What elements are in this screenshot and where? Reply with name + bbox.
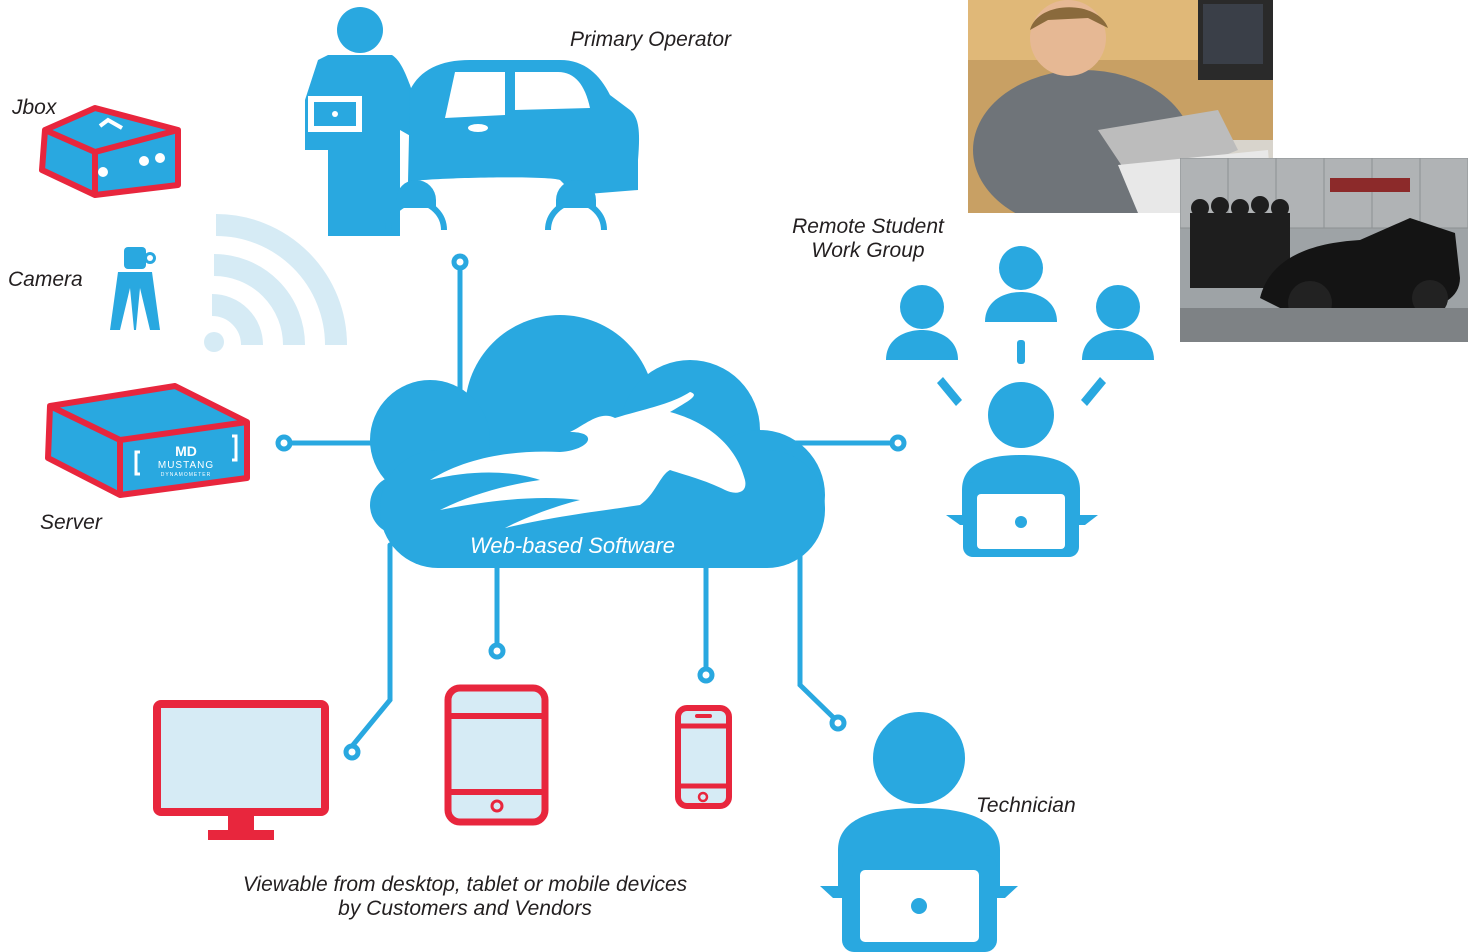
- wifi-signal-icon: [204, 214, 347, 352]
- remote-group-people-icon: [886, 246, 1154, 557]
- server-logo-sub: DYNAMOMETER: [161, 472, 211, 478]
- technician-label: Technician: [976, 794, 1076, 817]
- technician-laptop-icon: [820, 712, 1018, 952]
- server-logo-mark: MD: [175, 443, 197, 459]
- server-logo-name: MUSTANG: [158, 460, 214, 471]
- dyno-car-photo: [1180, 158, 1468, 342]
- remote-group-label: Remote Student Work Group: [768, 215, 968, 263]
- tablet-icon: [444, 684, 549, 826]
- operator-car-icon: [305, 7, 640, 236]
- smartphone-icon: [675, 705, 732, 809]
- jbox-icon: [39, 105, 181, 198]
- remote-group-label-line1: Remote Student: [792, 215, 944, 238]
- camera-tripod-icon: [110, 247, 160, 330]
- server-label: Server: [40, 511, 102, 534]
- desktop-monitor-icon: [153, 700, 329, 840]
- devices-caption-line2: by Customers and Vendors: [338, 897, 592, 920]
- primary-operator-label: Primary Operator: [570, 28, 732, 51]
- cloud-horse-icon: [370, 315, 825, 568]
- remote-group-label-line2: Work Group: [811, 239, 925, 262]
- jbox-label: Jbox: [12, 96, 57, 119]
- connector-nodes: [275, 253, 907, 761]
- devices-caption-line1: Viewable from desktop, tablet or mobile …: [242, 873, 688, 896]
- cloud-label: Web-based Software: [470, 533, 676, 558]
- camera-label: Camera: [8, 268, 83, 291]
- devices-caption: Viewable from desktop, tablet or mobile …: [190, 873, 740, 921]
- server-box-icon: MD MUSTANG DYNAMOMETER: [45, 383, 250, 498]
